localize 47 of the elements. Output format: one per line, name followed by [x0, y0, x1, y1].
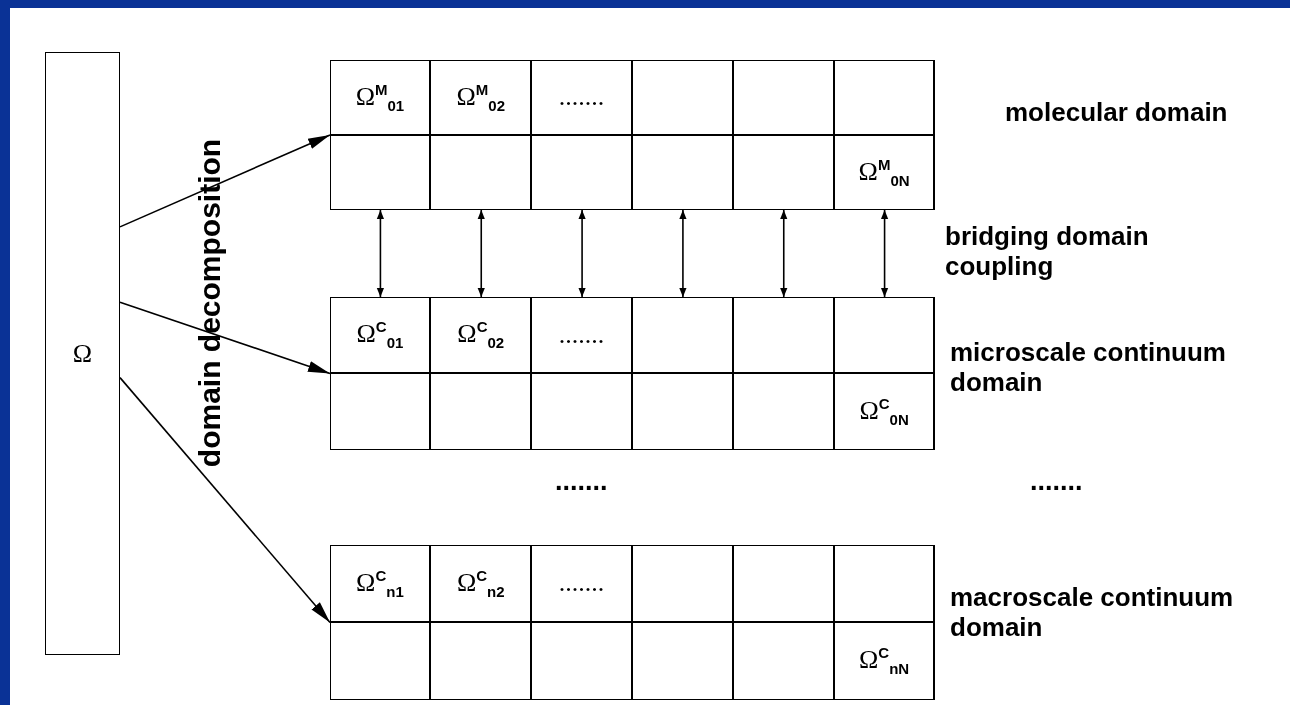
empty-cell	[732, 373, 834, 450]
empty-cell	[632, 544, 733, 622]
double-arrow	[477, 209, 485, 298]
empty-cell	[430, 134, 532, 210]
empty-cell	[430, 622, 532, 700]
grid-panel	[330, 545, 935, 700]
empty-cell	[632, 134, 733, 210]
grid-cell: .......	[531, 59, 632, 135]
empty-cell	[531, 134, 632, 210]
empty-cell	[531, 373, 632, 450]
double-arrow	[376, 209, 384, 298]
grid-panel	[330, 297, 935, 450]
empty-cell	[632, 373, 733, 450]
ellipsis-dots: .......	[555, 466, 608, 498]
double-arrow	[679, 209, 687, 298]
double-arrow	[780, 209, 788, 298]
empty-cell	[329, 622, 431, 700]
empty-cell	[329, 134, 431, 210]
empty-cell	[430, 373, 532, 450]
empty-cell	[833, 296, 935, 373]
empty-cell	[632, 296, 733, 373]
empty-cell	[732, 296, 834, 373]
double-arrow	[881, 209, 889, 298]
empty-cell	[531, 622, 632, 700]
grid-panel	[330, 60, 935, 210]
empty-cell	[732, 544, 834, 622]
empty-cell	[632, 622, 733, 700]
empty-cell	[732, 134, 834, 210]
domain-caption: microscale continuum domain	[950, 338, 1227, 398]
grid-cell: .......	[531, 296, 632, 373]
domain-caption: macroscale continuum domain	[950, 583, 1235, 643]
arrow	[119, 134, 331, 228]
empty-cell	[632, 59, 733, 135]
empty-cell	[833, 59, 935, 135]
domain-caption: molecular domain	[1005, 98, 1229, 128]
arrow	[119, 376, 331, 624]
empty-cell	[833, 544, 935, 622]
grid-cell: .......	[531, 544, 632, 622]
empty-cell	[732, 622, 834, 700]
empty-cell	[732, 59, 834, 135]
empty-cell	[329, 373, 431, 450]
ellipsis-dots: .......	[1030, 466, 1083, 498]
domain-box: Ω	[45, 52, 120, 655]
rotated-label: domain decomposition	[195, 138, 225, 468]
double-arrow	[578, 209, 586, 298]
arrow	[119, 301, 331, 375]
caption-label: bridging domain coupling	[945, 222, 1150, 282]
